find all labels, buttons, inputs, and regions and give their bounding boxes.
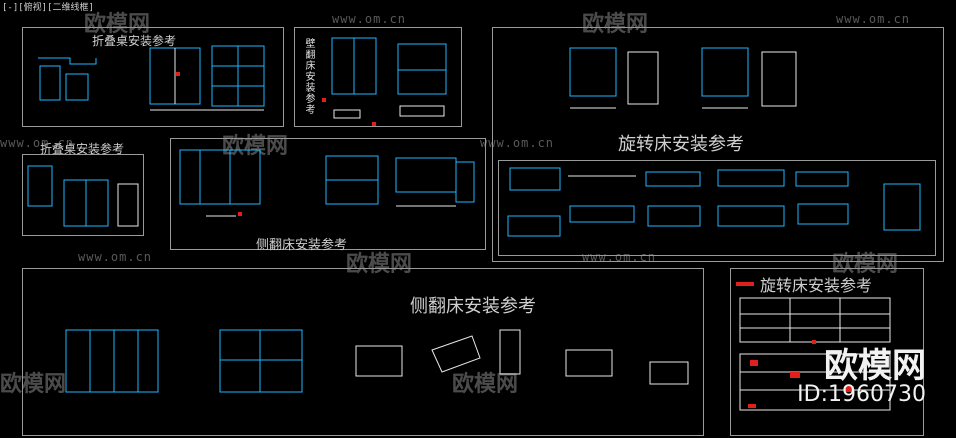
watermark-site-3: www.om.cn: [0, 136, 75, 150]
watermark-logo-6: 欧模网: [0, 372, 67, 397]
watermark-site-6: www.om.cn: [582, 250, 657, 264]
watermark-site-2: www.om.cn: [836, 12, 911, 26]
watermark-site-4: www.om.cn: [480, 136, 555, 150]
folding-table-2-drawings: [27, 165, 139, 227]
cursor-marker: [322, 98, 326, 102]
title-rotating-bed-1: 旋转床安装参考: [618, 134, 744, 155]
watermark-site-5: www.om.cn: [78, 250, 153, 264]
panel-rotating-bed-1: [492, 27, 944, 262]
rotating-bed-2-drawings: [736, 282, 891, 411]
rotating-bed-1-drawings: [507, 47, 921, 237]
folding-table-1-drawings: [38, 45, 265, 111]
title-folding-table-2: 折叠桌安装参考: [40, 142, 125, 156]
title-folding-table-1: 折叠桌安装参考: [92, 34, 177, 48]
title-side-flip-bed-1: 侧翻床安装参考: [256, 238, 348, 253]
watermark-logo-4: 欧模网: [346, 252, 413, 277]
viewport-label[interactable]: [-][俯视][二维线框]: [2, 3, 94, 13]
stamp-logo: 欧模网: [824, 346, 926, 386]
side-flip-bed-1-drawings: [179, 149, 475, 217]
panel-wall-bed: [294, 27, 462, 127]
title-rotating-bed-2: 旋转床安装参考: [760, 276, 873, 295]
panel-side-flip-bed-2: [22, 268, 704, 436]
watermark-logo-2: 欧模网: [84, 12, 151, 37]
wall-bed-drawings: [331, 37, 447, 126]
stamp-id: ID:1960730: [797, 382, 926, 407]
title-side-flip-bed-2: 侧翻床安装参考: [410, 296, 536, 317]
panel-side-flip-bed-1: [170, 138, 486, 250]
title-wall-bed: 壁翻床安装参考: [303, 38, 314, 115]
watermark-logo-3: 欧模网: [222, 134, 289, 159]
side-flip-bed-2-drawings: [65, 329, 689, 393]
watermark-logo-5: 欧模网: [832, 252, 899, 277]
panel-folding-table-2: [22, 154, 144, 236]
watermark-logo-1: 欧模网: [582, 12, 649, 37]
panel-rotating-bed-1-sub: [498, 160, 936, 256]
panel-folding-table-1: [22, 27, 284, 127]
panel-rotating-bed-2: [730, 268, 924, 436]
watermark-logo-7: 欧模网: [452, 372, 519, 397]
watermark-site-1: www.om.cn: [332, 12, 407, 26]
